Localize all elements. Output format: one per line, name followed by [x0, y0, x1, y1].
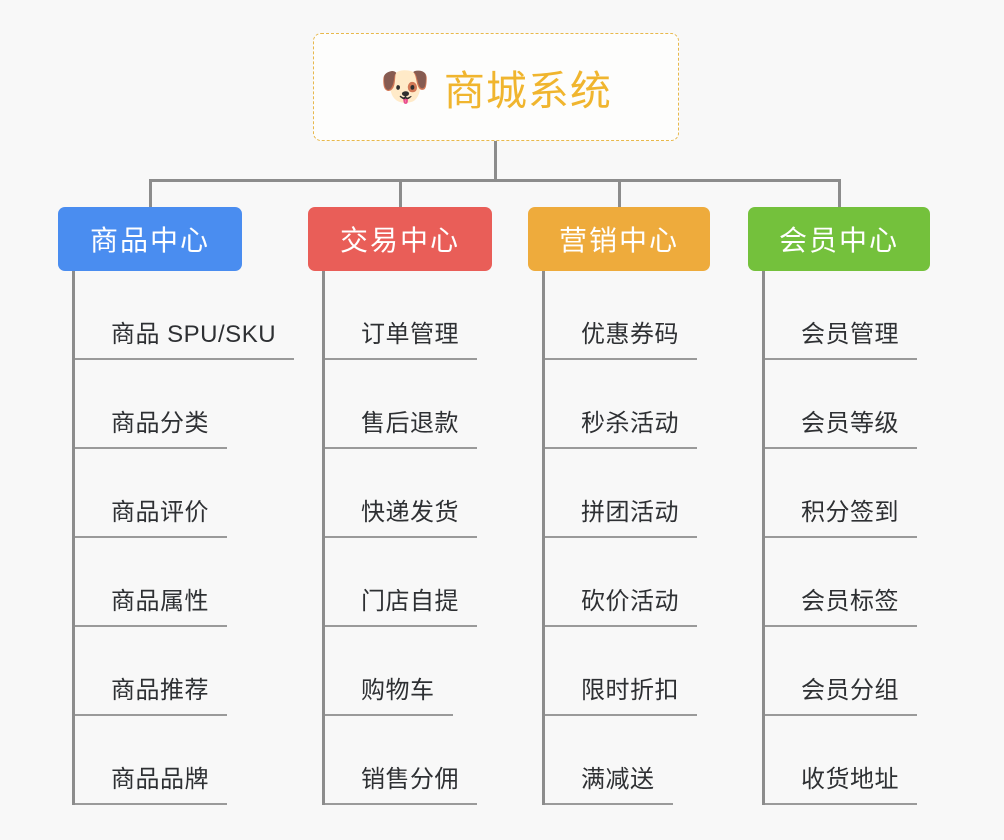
leaf-label: 积分签到 — [765, 492, 917, 538]
list-item[interactable]: 销售分佣 — [325, 716, 492, 805]
category-header-product-center[interactable]: 商品中心 — [58, 207, 242, 271]
leaf-label: 销售分佣 — [325, 759, 477, 805]
list-item[interactable]: 拼团活动 — [545, 449, 710, 538]
leaf-label: 会员等级 — [765, 403, 917, 449]
list-item[interactable]: 订单管理 — [325, 271, 492, 360]
leaf-label: 商品评价 — [75, 492, 227, 538]
category-header-member-center[interactable]: 会员中心 — [748, 207, 930, 271]
leaf-label: 优惠券码 — [545, 314, 697, 360]
connector-drop-2 — [399, 179, 402, 207]
leaf-list-member-center: 会员管理 会员等级 积分签到 会员标签 会员分组 收货地址 — [762, 271, 930, 805]
leaf-label: 满减送 — [545, 759, 673, 805]
list-item[interactable]: 优惠券码 — [545, 271, 710, 360]
list-item[interactable]: 砍价活动 — [545, 538, 710, 627]
list-item[interactable]: 满减送 — [545, 716, 710, 805]
dog-face-icon: 🐶 — [380, 65, 430, 109]
list-item[interactable]: 商品分类 — [75, 360, 294, 449]
list-item[interactable]: 商品属性 — [75, 538, 294, 627]
category-header-marketing-center[interactable]: 营销中心 — [528, 207, 710, 271]
list-item[interactable]: 门店自提 — [325, 538, 492, 627]
list-item[interactable]: 会员分组 — [765, 627, 930, 716]
leaf-label: 收货地址 — [765, 759, 917, 805]
branch-marketing-center: 营销中心 优惠券码 秒杀活动 拼团活动 砍价活动 限时折扣 满减送 — [528, 207, 710, 805]
list-item[interactable]: 积分签到 — [765, 449, 930, 538]
leaf-label: 拼团活动 — [545, 492, 697, 538]
list-item[interactable]: 商品推荐 — [75, 627, 294, 716]
root-title: 商城系统 — [443, 68, 612, 114]
leaf-label: 会员分组 — [765, 670, 917, 716]
leaf-label: 订单管理 — [325, 314, 477, 360]
connector-drop-1 — [149, 179, 152, 207]
branch-member-center: 会员中心 会员管理 会员等级 积分签到 会员标签 会员分组 收货地址 — [748, 207, 930, 805]
list-item[interactable]: 会员管理 — [765, 271, 930, 360]
leaf-label: 限时折扣 — [545, 670, 697, 716]
leaf-list-product-center: 商品 SPU/SKU 商品分类 商品评价 商品属性 商品推荐 商品品牌 — [72, 271, 295, 805]
category-label: 交易中心 — [339, 225, 460, 256]
category-label: 营销中心 — [558, 225, 679, 256]
list-item[interactable]: 商品评价 — [75, 449, 294, 538]
list-item[interactable]: 收货地址 — [765, 716, 930, 805]
list-item[interactable]: 会员标签 — [765, 538, 930, 627]
list-item[interactable]: 售后退款 — [325, 360, 492, 449]
list-item[interactable]: 会员等级 — [765, 360, 930, 449]
list-item[interactable]: 商品品牌 — [75, 716, 294, 805]
connector-horizontal-bar — [149, 179, 841, 182]
leaf-label: 商品分类 — [75, 403, 227, 449]
leaf-list-trade-center: 订单管理 售后退款 快递发货 门店自提 购物车 销售分佣 — [322, 271, 492, 805]
branch-trade-center: 交易中心 订单管理 售后退款 快递发货 门店自提 购物车 销售分佣 — [308, 207, 492, 805]
leaf-label: 商品品牌 — [75, 759, 227, 805]
list-item[interactable]: 商品 SPU/SKU — [75, 271, 295, 360]
list-item[interactable]: 限时折扣 — [545, 627, 710, 716]
branch-product-center: 商品中心 商品 SPU/SKU 商品分类 商品评价 商品属性 商品推荐 商品品牌 — [58, 207, 295, 805]
list-item[interactable]: 快递发货 — [325, 449, 492, 538]
leaf-label: 秒杀活动 — [545, 403, 697, 449]
connector-drop-3 — [618, 179, 621, 207]
leaf-label: 商品推荐 — [75, 670, 227, 716]
list-item[interactable]: 购物车 — [325, 627, 492, 716]
leaf-label: 门店自提 — [325, 581, 477, 627]
category-label: 会员中心 — [778, 225, 899, 256]
leaf-label: 购物车 — [325, 670, 453, 716]
leaf-label: 会员管理 — [765, 314, 917, 360]
leaf-label: 砍价活动 — [545, 581, 697, 627]
leaf-label: 售后退款 — [325, 403, 477, 449]
leaf-list-marketing-center: 优惠券码 秒杀活动 拼团活动 砍价活动 限时折扣 满减送 — [542, 271, 710, 805]
root-node[interactable]: 🐶 商城系统 — [313, 33, 679, 141]
list-item[interactable]: 秒杀活动 — [545, 360, 710, 449]
leaf-label: 会员标签 — [765, 581, 917, 627]
connector-root-stem — [494, 141, 497, 181]
leaf-label: 商品属性 — [75, 581, 227, 627]
leaf-label: 商品 SPU/SKU — [75, 314, 295, 360]
connector-drop-4 — [838, 179, 841, 207]
category-label: 商品中心 — [89, 225, 210, 256]
leaf-label: 快递发货 — [325, 492, 477, 538]
category-header-trade-center[interactable]: 交易中心 — [308, 207, 492, 271]
